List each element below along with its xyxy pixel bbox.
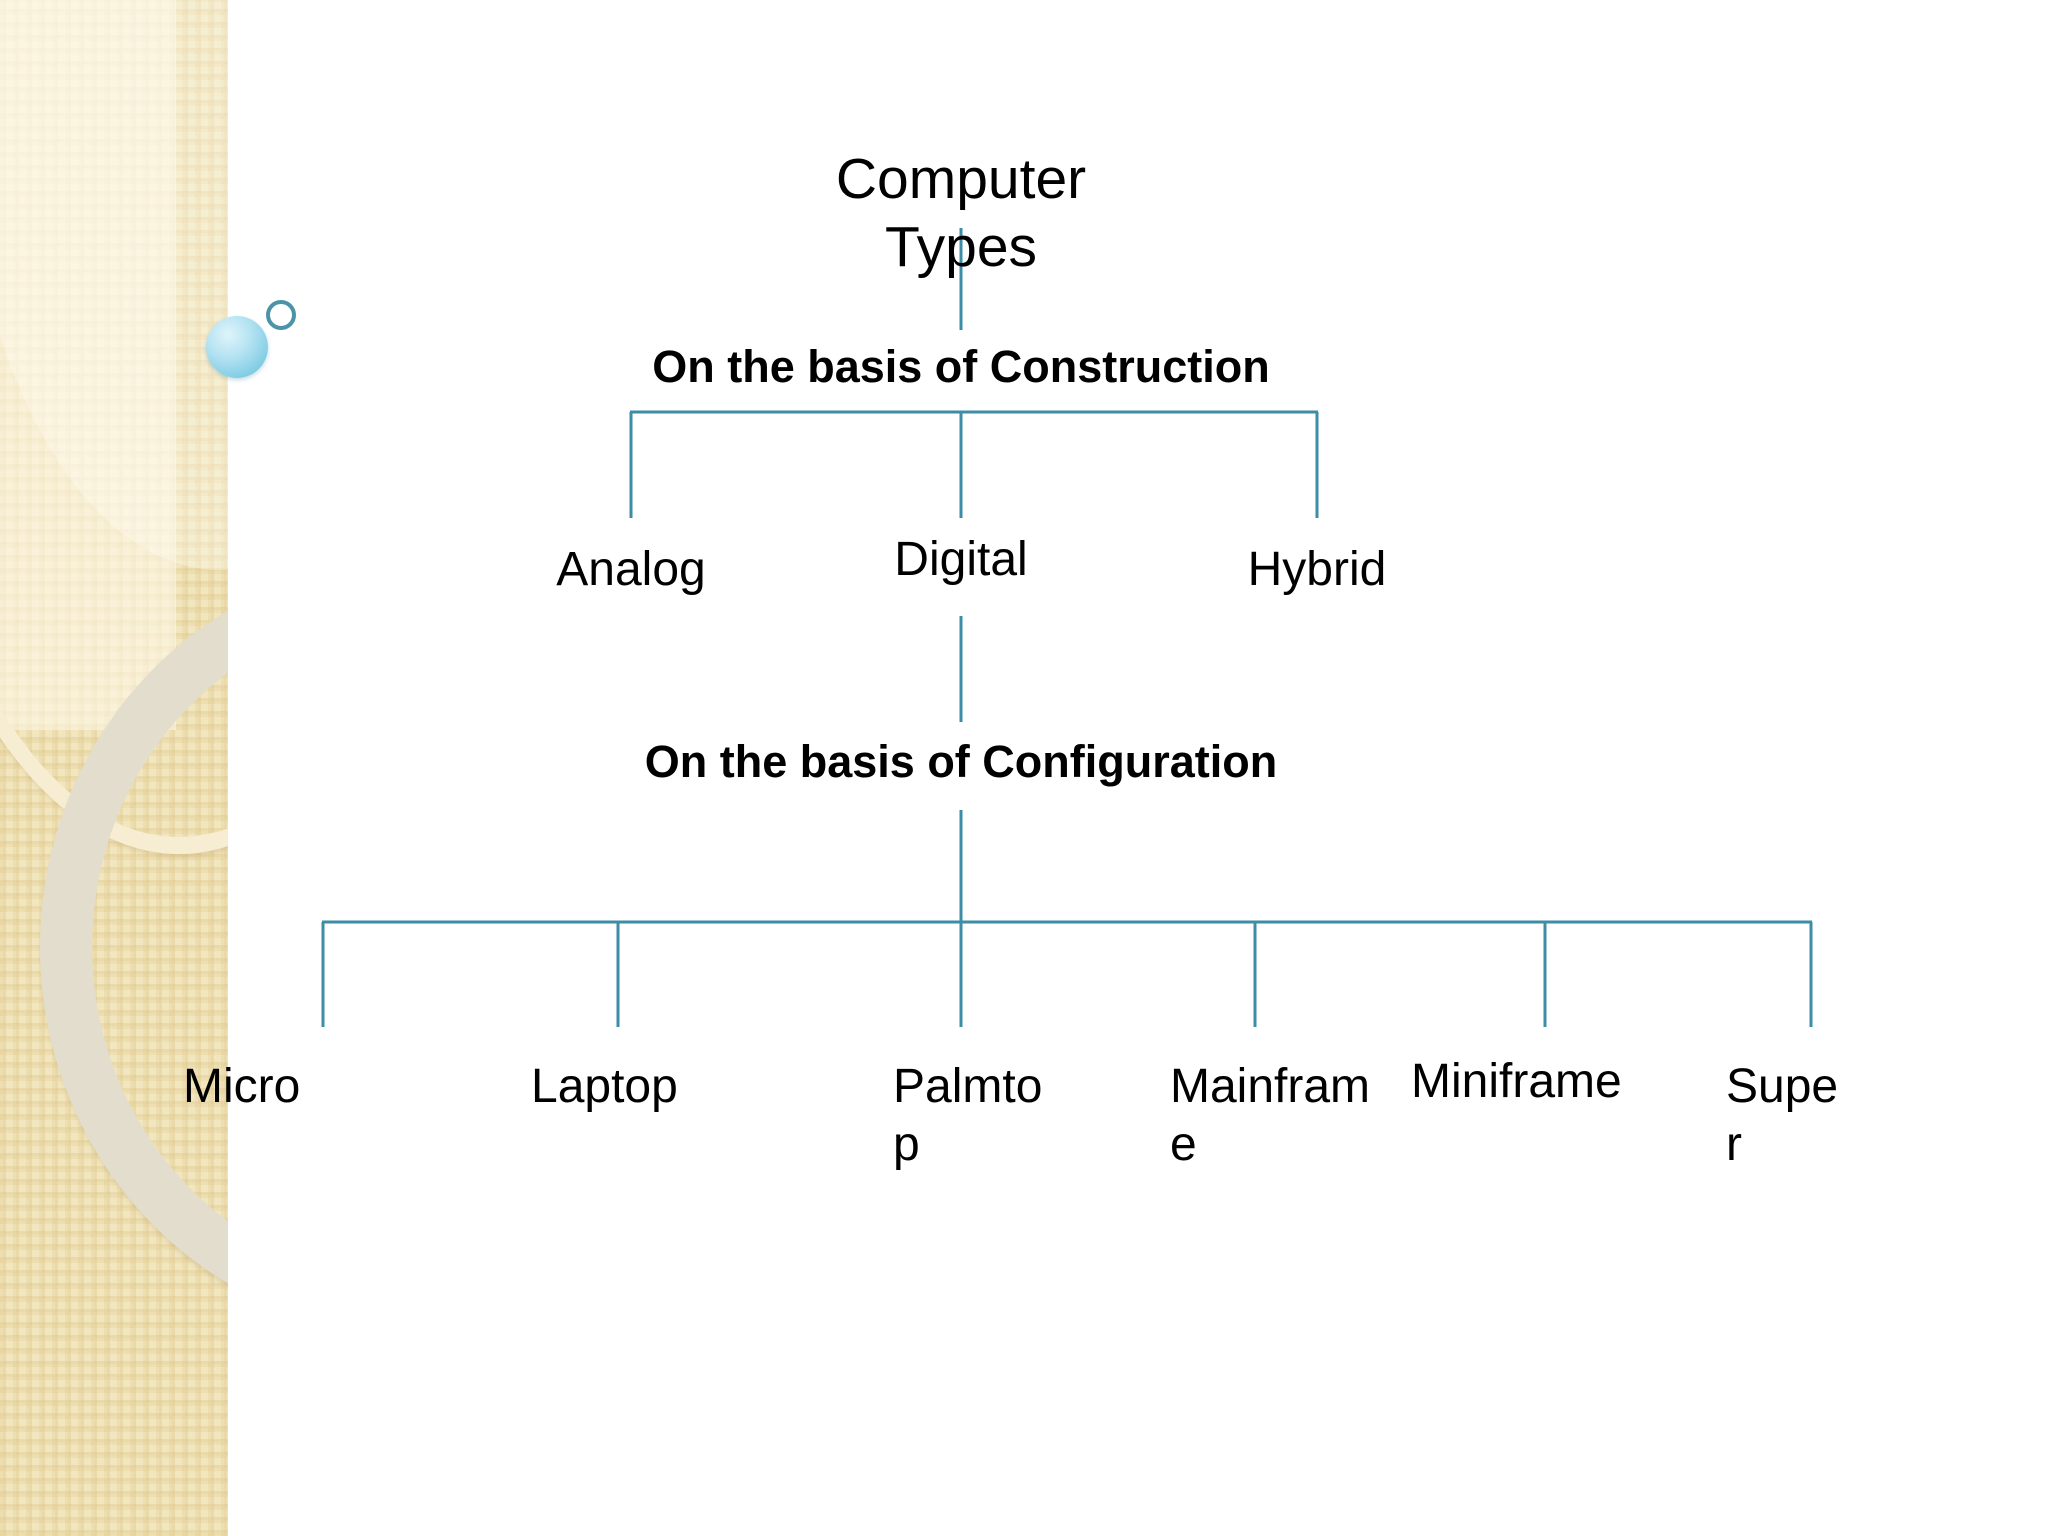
node-analog: Analog — [556, 543, 706, 596]
node-micro: Micro — [183, 1060, 301, 1113]
blue-sphere-icon — [206, 316, 268, 378]
node-mainframe: Mainfram e — [1170, 1060, 1371, 1171]
node-digital: Digital — [894, 533, 1028, 586]
node-on-basis-of-configuration: On the basis of Configuration — [644, 736, 1278, 787]
node-hybrid: Hybrid — [1247, 543, 1387, 596]
node-super: Supe r — [1726, 1060, 1839, 1171]
teal-ring-outline-icon — [266, 300, 296, 330]
decorative-sidebar — [0, 0, 228, 1536]
node-laptop: Laptop — [531, 1060, 678, 1113]
node-miniframe: Miniframe — [1411, 1055, 1622, 1108]
node-palmtop: Palmto p — [893, 1060, 1043, 1171]
node-on-basis-of-construction: On the basis of Construction — [652, 341, 1270, 392]
node-computer-types: Computer Types — [835, 147, 1087, 280]
